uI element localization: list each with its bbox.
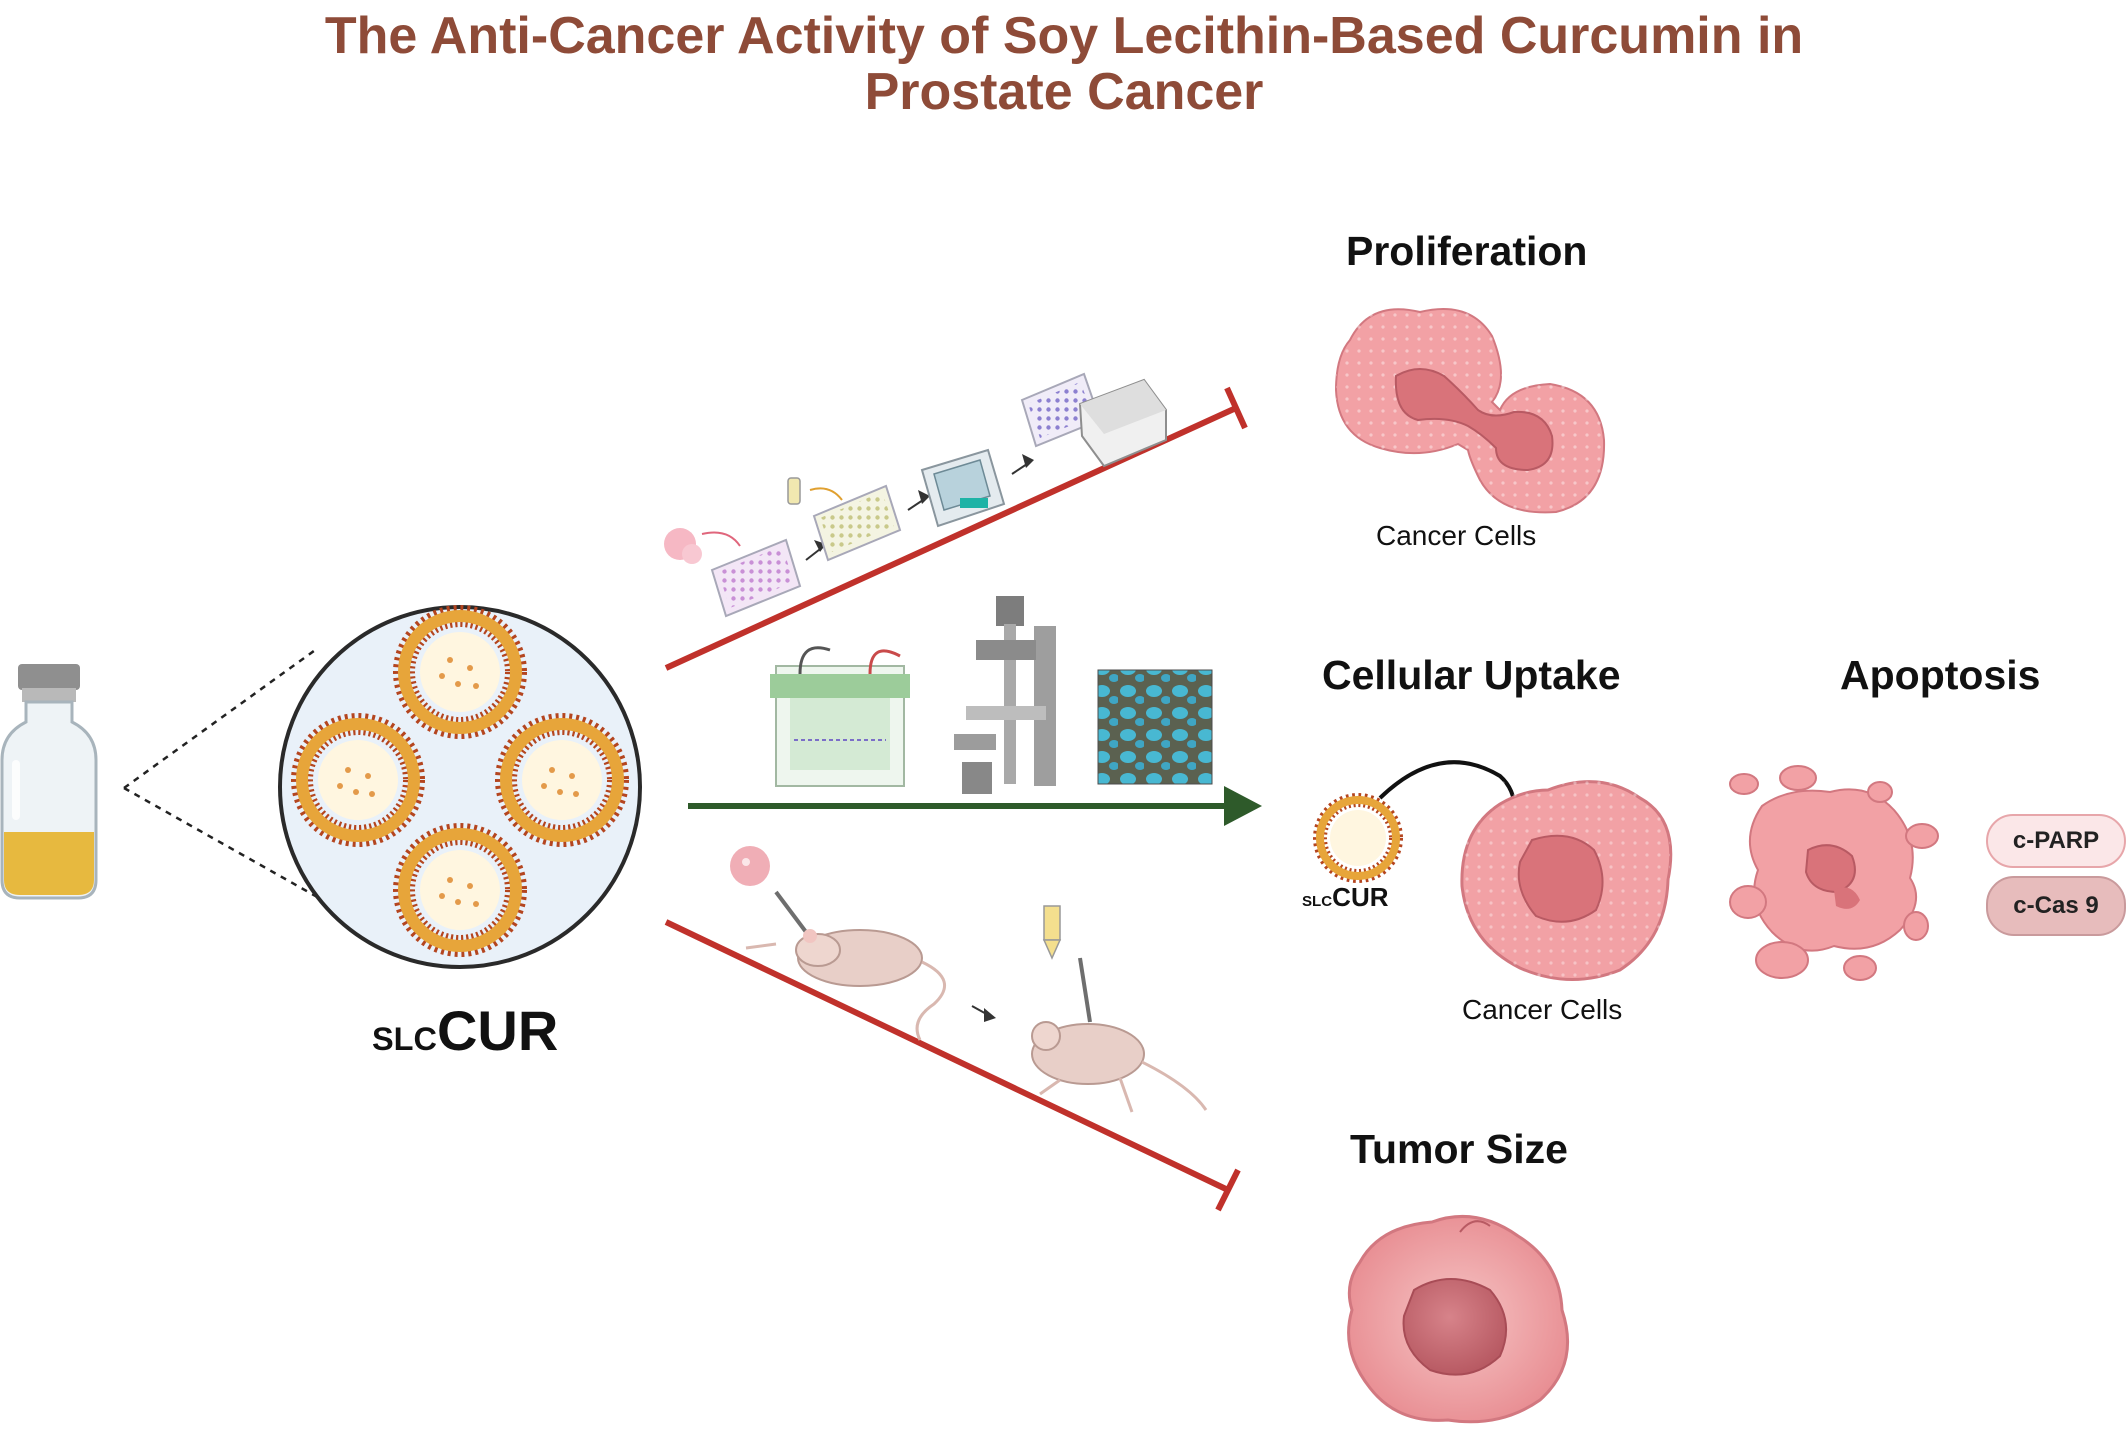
apoptotic-cell (1729, 765, 1939, 981)
liposome-zoom-circle (278, 605, 642, 969)
plate-assay-workflow-icons (664, 372, 1167, 618)
cellular-uptake-arrow (688, 786, 1262, 826)
curcumin-vial (0, 664, 98, 900)
uptake-carrier-label: SLCCUR (1302, 882, 1389, 913)
formulation-main: CUR (436, 999, 559, 1062)
apoptosis-title: Apoptosis (1840, 652, 2041, 698)
formulation-prefix: SLC (372, 1021, 437, 1057)
uptake-carrier-main: CUR (1332, 882, 1389, 912)
figure-title-line-2: Prostate Cancer (864, 63, 1264, 121)
liposome-right (495, 713, 629, 847)
dividing-cancer-cell (1334, 300, 1606, 520)
zoom-line-top (123, 646, 319, 790)
uptake-equipment-icons (770, 596, 1213, 794)
marker-c-cas9: c-Cas 9 (1986, 876, 2126, 936)
liposome-left (291, 713, 425, 847)
tumor-size-inhibition-line (664, 919, 1241, 1212)
proliferation-caption: Cancer Cells (1376, 520, 1537, 551)
tumor-size-title: Tumor Size (1350, 1126, 1568, 1172)
proliferation-title: Proliferation (1346, 228, 1588, 274)
uptake-cancer-cell (1460, 780, 1673, 982)
tumor (1347, 1215, 1570, 1424)
cellular-uptake-title: Cellular Uptake (1322, 652, 1621, 698)
uptake-carrier-prefix: SLC (1302, 893, 1333, 910)
mouse-xenograft-icons (730, 846, 1208, 1113)
marker-c-parp: c-PARP (1986, 814, 2126, 868)
uptake-caption: Cancer Cells (1462, 994, 1623, 1025)
formulation-label: SLCCUR (372, 998, 558, 1063)
liposome-bottom (393, 823, 527, 957)
uptake-liposome (1313, 793, 1403, 883)
figure-title-line-1: The Anti-Cancer Activity of Soy Lecithin… (324, 7, 1804, 65)
zoom-line-bottom (123, 786, 359, 922)
liposome-top (393, 605, 527, 739)
